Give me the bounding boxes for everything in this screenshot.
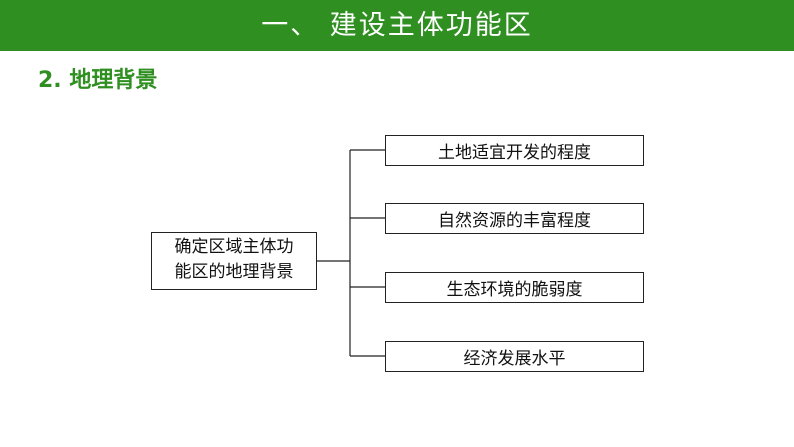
leaf-node-ecological-fragility: 生态环境的脆弱度 xyxy=(385,272,644,303)
root-node-line2: 能区的地理背景 xyxy=(174,262,294,282)
root-node-line1: 确定区域主体功 xyxy=(174,237,294,257)
leaf-node-economic-level: 经济发展水平 xyxy=(385,341,644,372)
page-title: 一、 建设主体功能区 xyxy=(261,10,533,41)
header-bar xyxy=(0,0,794,51)
section-title: 2. 地理背景 xyxy=(38,68,158,93)
root-node: 确定区域主体功 能区的地理背景 xyxy=(151,232,317,290)
leaf-node-land-suitability: 土地适宜开发的程度 xyxy=(385,135,644,166)
leaf-node-natural-resources: 自然资源的丰富程度 xyxy=(385,203,644,234)
